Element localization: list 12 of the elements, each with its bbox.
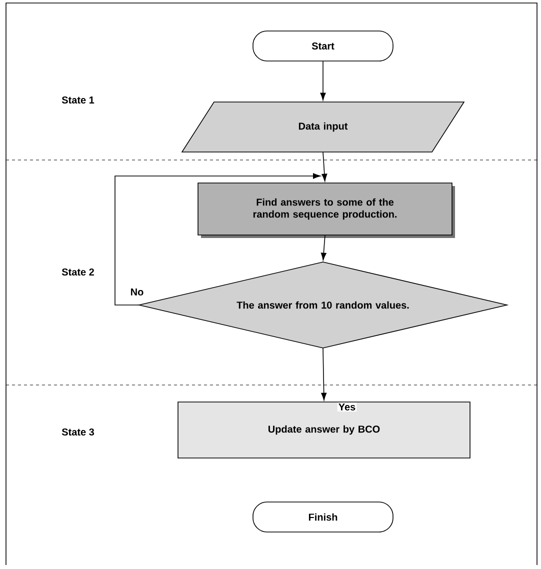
arrow bbox=[322, 152, 328, 182]
process-box: Find answers to some of the random sequence production. bbox=[198, 182, 455, 238]
arrow bbox=[321, 348, 327, 400]
state-label: State 1 bbox=[62, 96, 94, 104]
state-label: State 2 bbox=[62, 268, 94, 276]
arrow bbox=[114, 173, 321, 306]
terminal-pill: Finish bbox=[252, 502, 394, 532]
arrow bbox=[320, 60, 326, 100]
terminal-pill: Start bbox=[252, 30, 394, 62]
edge-label: Yes bbox=[337, 402, 357, 412]
arrow bbox=[320, 234, 326, 260]
state-label: State 3 bbox=[62, 428, 94, 436]
